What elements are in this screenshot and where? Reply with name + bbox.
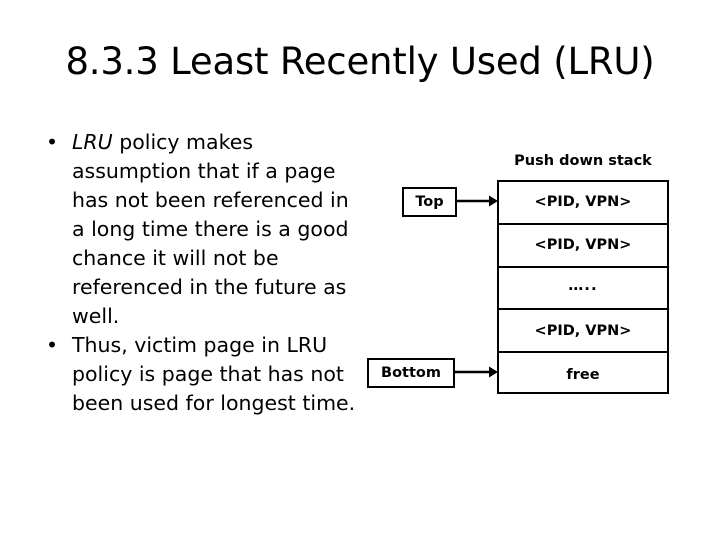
stack-cell: <PID, VPN> xyxy=(499,310,667,354)
body-text-block: • LRU policy makes assumption that if a p… xyxy=(30,128,360,418)
stack-title-label: Push down stack xyxy=(514,153,652,169)
list-item-text: Thus, victim page in LRU policy is page … xyxy=(72,333,356,415)
top-pointer-box: Top xyxy=(402,187,457,217)
page-title: 8.3.3 Least Recently Used (LRU) xyxy=(65,40,655,83)
list-item: • Thus, victim page in LRU policy is page… xyxy=(30,331,360,418)
top-arrow-icon xyxy=(455,195,498,207)
bottom-arrow-icon xyxy=(453,366,498,378)
stack-cell-free: free xyxy=(566,366,600,383)
bullet-marker: • xyxy=(46,333,59,357)
list-item: • LRU policy makes assumption that if a p… xyxy=(30,128,360,331)
stack-cell-ellipsis: ….. xyxy=(499,268,667,311)
bullet-list: • LRU policy makes assumption that if a p… xyxy=(30,128,360,418)
stack-cell: <PID, VPN> xyxy=(499,225,667,268)
stack-table: <PID, VPN> <PID, VPN> ….. <PID, VPN> fre… xyxy=(497,180,669,394)
stack-cell: <PID, VPN> xyxy=(499,182,667,225)
emphasized-term: LRU xyxy=(72,130,113,154)
bullet-marker: • xyxy=(46,130,59,154)
list-item-text: policy makes assumption that if a page h… xyxy=(72,130,349,328)
bottom-pointer-box: Bottom xyxy=(367,358,455,388)
